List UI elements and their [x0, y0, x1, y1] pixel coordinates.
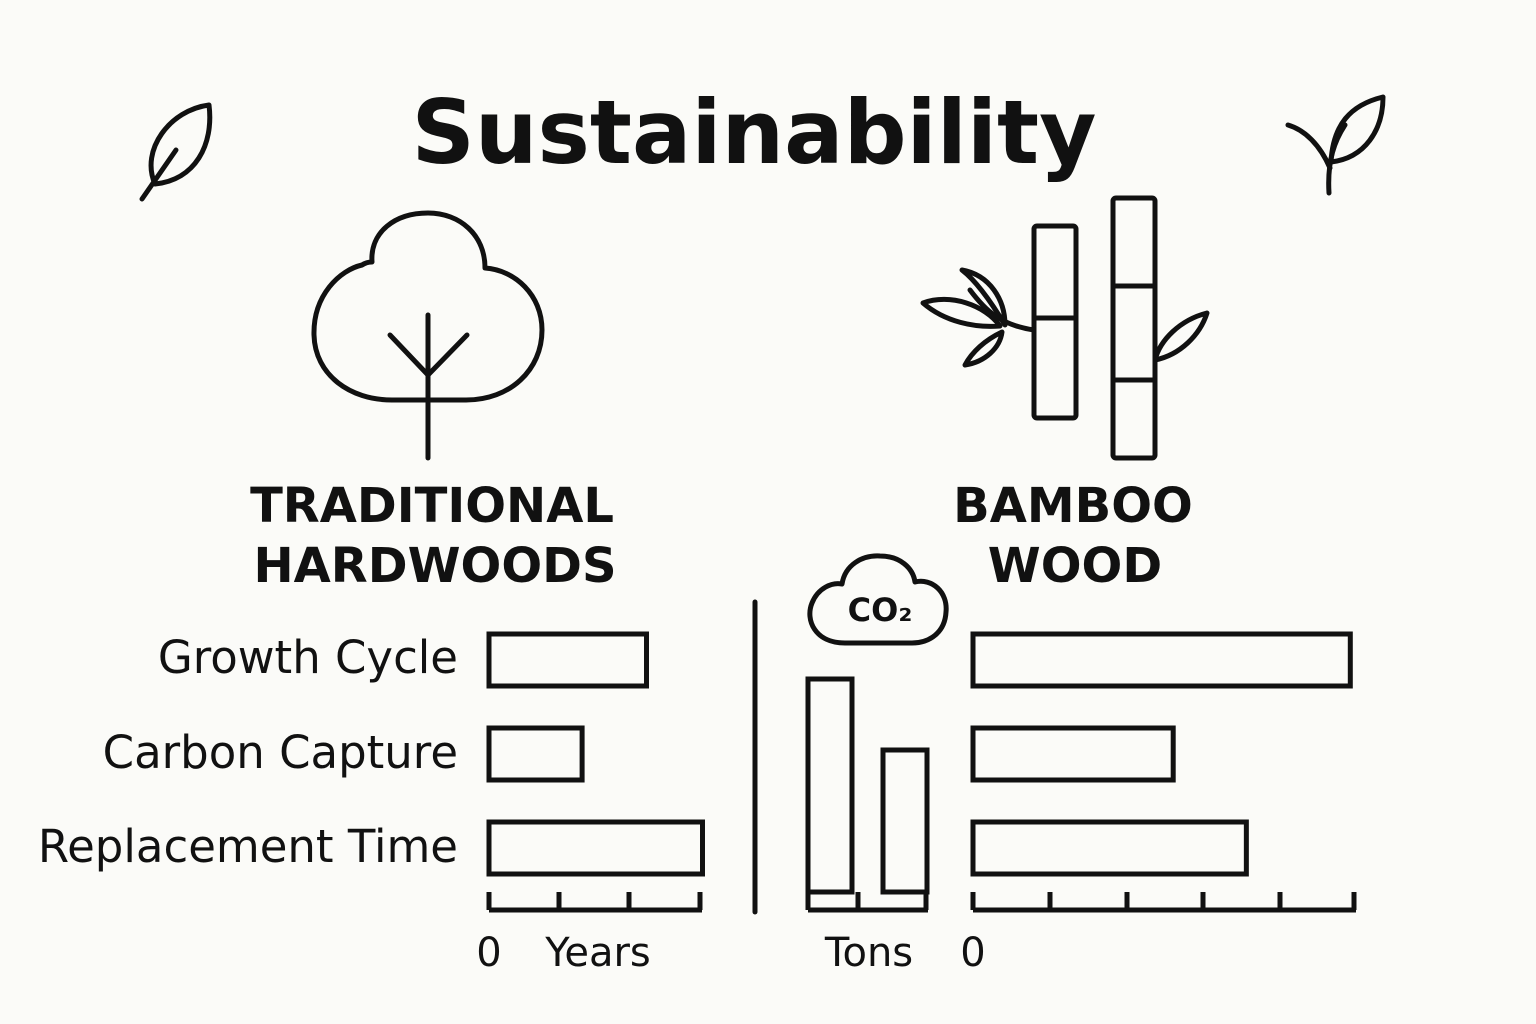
carbon-tons-chart: Tons [805, 676, 930, 976]
right-heading-line2: WOOD [988, 538, 1162, 594]
bamboo-bar-growth-cycle [970, 631, 1353, 689]
bamboo-bar-replacement-time [970, 819, 1249, 877]
hardwood-axis-zero: 0 [476, 930, 501, 976]
hardwood-x-axis [486, 892, 703, 913]
bamboo-bar-carbon-capture [970, 725, 1176, 783]
hardwood-bar-carbon-capture [486, 725, 585, 783]
category-labels: Growth Cycle Carbon Capture Replacement … [38, 631, 458, 873]
right-heading-line1: BAMBOO [953, 478, 1193, 534]
tons-x-axis [805, 892, 929, 913]
category-label: Growth Cycle [158, 631, 458, 684]
page-title: Sustainability [412, 81, 1097, 184]
left-heading-line1: TRADITIONAL [250, 478, 614, 534]
hardwood-bar-chart: 0 Years [476, 631, 705, 976]
tons-bar-hardwood [805, 676, 855, 895]
bamboo-icon [920, 195, 1210, 461]
category-label: Carbon Capture [103, 726, 458, 779]
bamboo-x-axis [970, 892, 1357, 913]
tons-bar-bamboo [880, 747, 930, 895]
tons-axis-label: Tons [824, 930, 913, 976]
co2-cloud-icon [807, 553, 949, 646]
hardwood-axis-label: Years [544, 930, 651, 976]
category-label: Replacement Time [38, 820, 458, 873]
left-heading-line2: HARDWOODS [253, 538, 616, 594]
co2-label: CO₂ [848, 591, 913, 629]
sprout-icon [1285, 94, 1386, 196]
bamboo-bar-chart: 0 [960, 631, 1357, 976]
tree-icon [311, 210, 545, 461]
bamboo-axis-zero: 0 [960, 930, 985, 976]
hardwood-bar-growth-cycle [486, 631, 649, 689]
leaf-icon [139, 102, 213, 202]
hardwood-bar-replacement-time [486, 819, 705, 877]
